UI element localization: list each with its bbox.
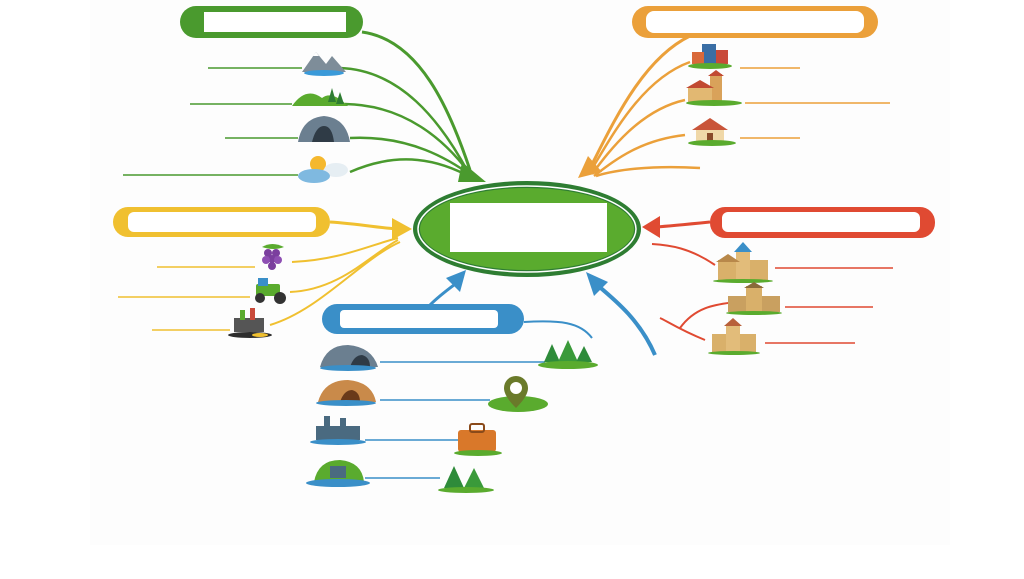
label-box-yellow[interactable] <box>113 207 330 237</box>
central-topic[interactable] <box>413 181 641 277</box>
location-pin-icon <box>488 376 548 412</box>
arrow-head <box>446 270 466 292</box>
harbor-factory-icon <box>310 416 366 445</box>
arrow-head <box>586 272 608 296</box>
grapes-icon <box>262 244 284 270</box>
house-icon <box>688 118 736 146</box>
label-box-orange[interactable] <box>632 6 878 38</box>
label-text-field[interactable] <box>128 212 316 232</box>
arrow-head <box>392 218 412 240</box>
sandstone-cave-icon <box>316 380 376 406</box>
branch-red <box>642 216 893 344</box>
castle-icon <box>726 282 782 315</box>
branch-blue <box>365 270 657 479</box>
arrow-head <box>578 156 602 178</box>
label-text-field[interactable] <box>646 11 864 33</box>
label-text-field[interactable] <box>722 212 920 232</box>
chapel-icon <box>708 318 760 355</box>
town-buildings-icon <box>688 44 732 69</box>
label-box-blue[interactable] <box>322 304 524 334</box>
suitcase-icon <box>454 423 502 456</box>
cave-icon <box>298 116 350 142</box>
label-text-field[interactable] <box>340 310 498 328</box>
church-icon <box>686 70 742 106</box>
rock-cave-icon <box>320 345 378 371</box>
factory-icon <box>228 308 272 338</box>
green-hills-icon <box>292 88 348 106</box>
arrow-head <box>642 216 660 238</box>
cathedral-icon <box>713 242 773 283</box>
branch-yellow <box>118 218 412 331</box>
label-box-green[interactable] <box>180 6 363 38</box>
forest-icon <box>538 340 598 369</box>
tractor-icon <box>255 278 286 304</box>
branch-orange <box>578 34 890 178</box>
branch-green <box>123 30 486 182</box>
central-label-field[interactable] <box>450 203 607 252</box>
label-box-red[interactable] <box>710 207 935 238</box>
weather-sun-cloud-icon <box>298 156 348 183</box>
island-icon <box>306 460 370 487</box>
label-text-field[interactable] <box>204 12 346 32</box>
trees-icon <box>438 466 494 493</box>
arrow-head <box>458 162 486 182</box>
mountain-lake-icon <box>302 52 346 76</box>
